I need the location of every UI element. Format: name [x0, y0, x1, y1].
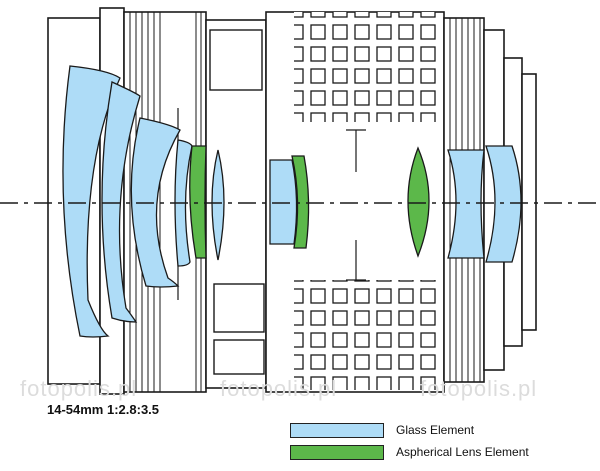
- legend-label-glass: Glass Element: [396, 423, 475, 437]
- glass-element-3: [130, 117, 181, 288]
- lens-model-label: 14-54mm 1:2.8:3.5: [47, 402, 160, 417]
- zoom-ring-grip: [294, 12, 442, 390]
- legend-item-aspherical: Aspherical Lens Element: [290, 443, 590, 461]
- svg-text:fotopolis.pl: fotopolis.pl: [420, 376, 537, 401]
- barrel-window: [209, 29, 265, 375]
- glass-element-7: [447, 149, 485, 259]
- glass-element-2: [101, 81, 141, 323]
- glass-element-6: [269, 159, 298, 245]
- svg-text:fotopolis.pl: fotopolis.pl: [220, 376, 337, 401]
- glass-element-1: [62, 65, 121, 338]
- legend-label-aspherical: Aspherical Lens Element: [396, 445, 529, 459]
- aspherical-element-1: [189, 145, 207, 259]
- svg-text:fotopolis.pl: fotopolis.pl: [20, 376, 137, 401]
- glass-element-8: [485, 145, 522, 263]
- glass-element-5: [211, 149, 225, 261]
- legend-item-glass: Glass Element: [290, 421, 590, 439]
- aspherical-element-2: [291, 155, 310, 249]
- aspherical-element-3: [407, 146, 430, 258]
- lens-elements: [62, 65, 522, 338]
- legend-swatch-aspherical: [290, 444, 384, 460]
- legend-swatch-glass: [290, 422, 384, 438]
- watermark: fotopolis.pl fotopolis.pl fotopolis.pl: [20, 376, 537, 401]
